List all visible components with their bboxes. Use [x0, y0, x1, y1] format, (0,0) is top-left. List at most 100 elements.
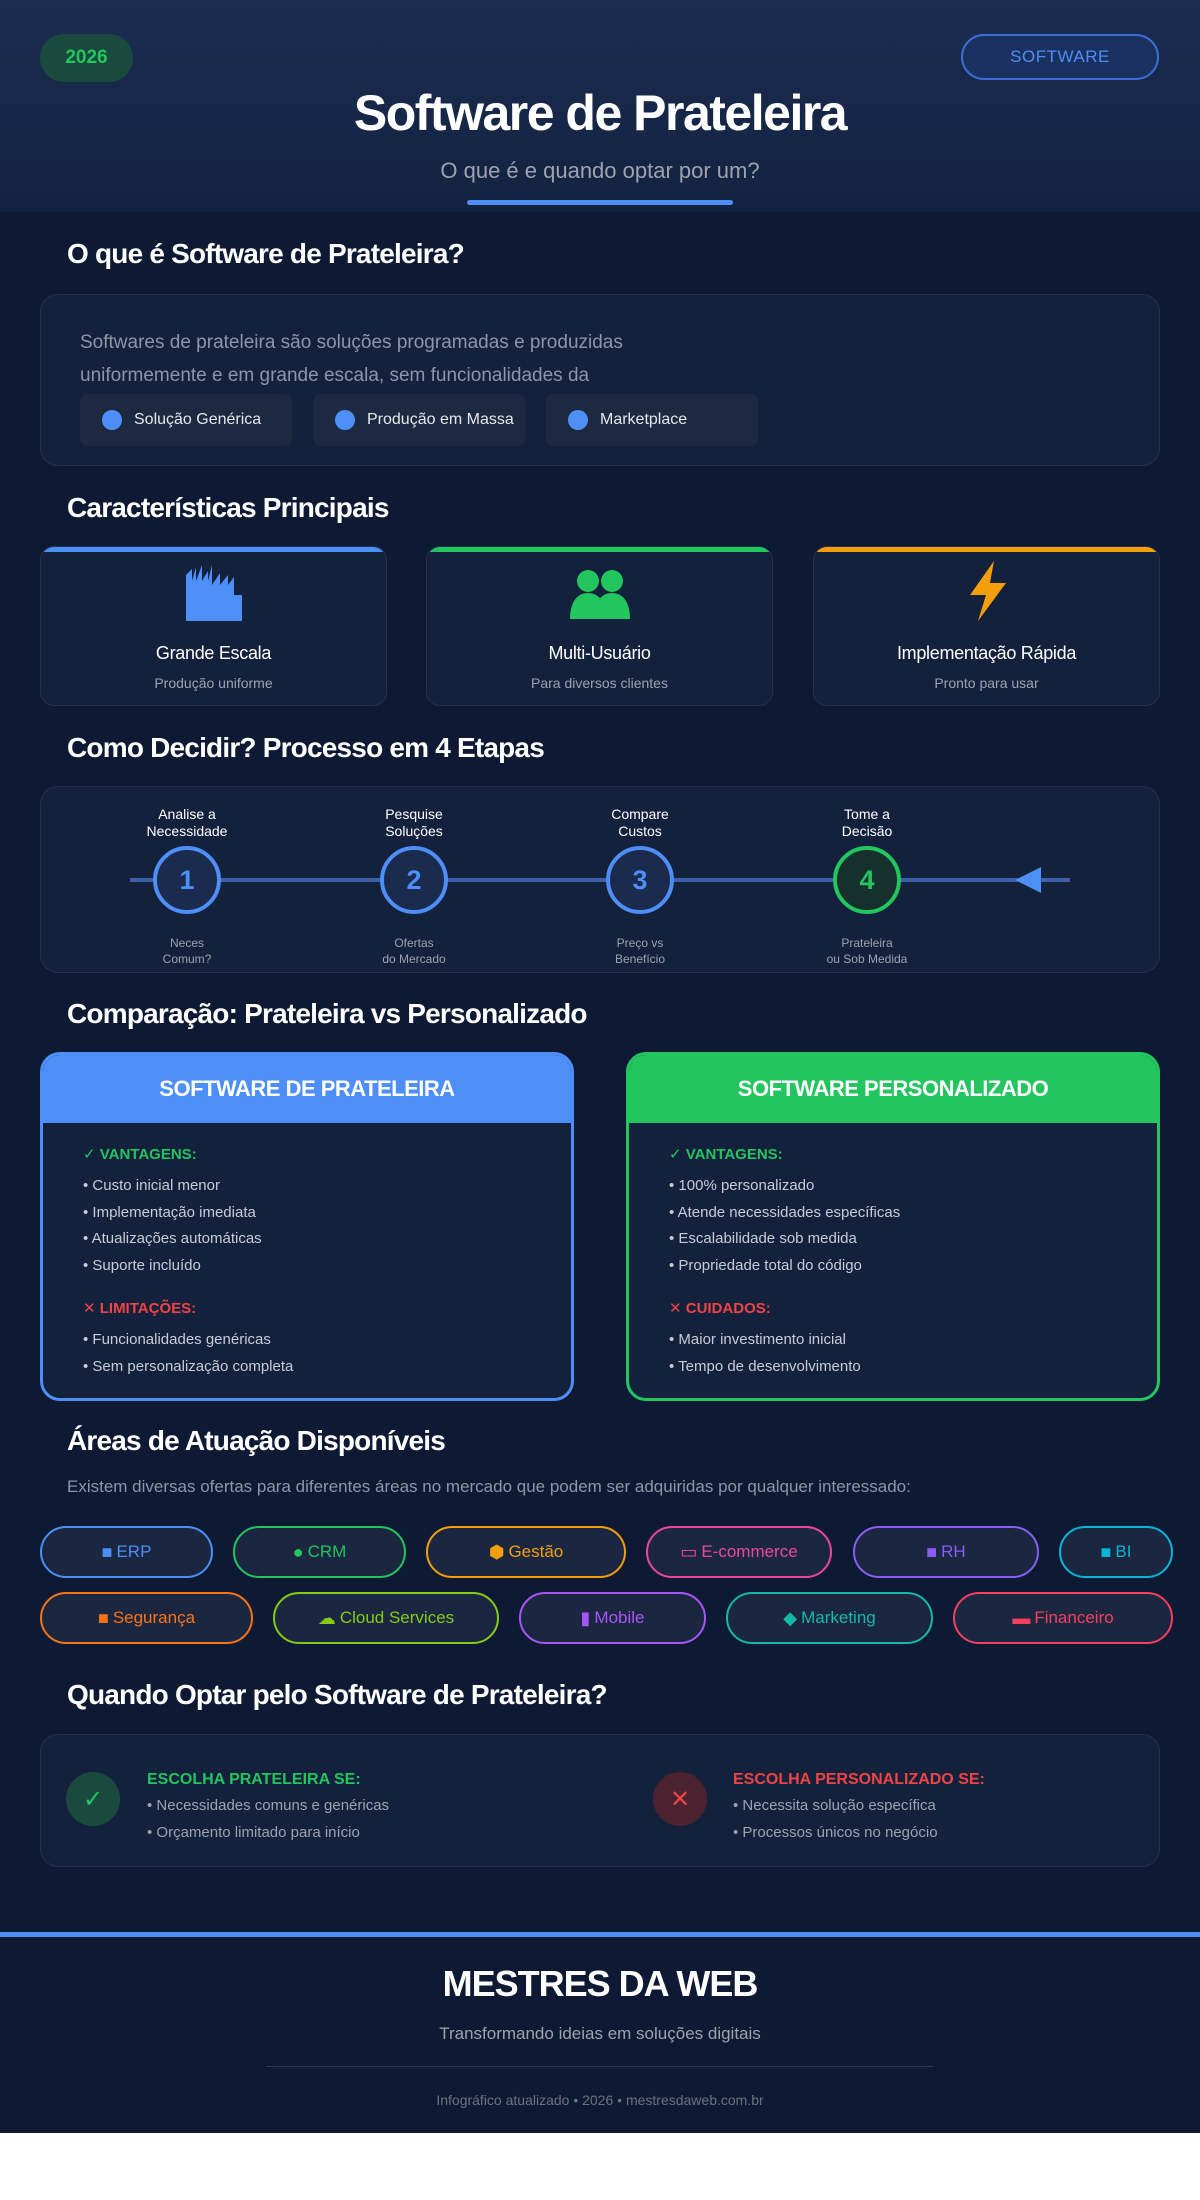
list-item: • Necessidades comuns e genéricas — [147, 1797, 390, 1814]
area-pill-mobile[interactable]: ▮Mobile — [519, 1592, 706, 1644]
list-item: • Atualizações automáticas — [83, 1230, 262, 1247]
chip-label: Marketplace — [600, 411, 688, 428]
chart-icon: ■ — [101, 1541, 113, 1562]
list-item: • Sem personalização completa — [83, 1357, 294, 1375]
pros-label: ✓ VANTAGENS: — [669, 1146, 783, 1163]
step-circle-3: 3 — [606, 846, 674, 914]
step-circle-1: 1 — [153, 846, 221, 914]
pros-label: ✓ VANTAGENS: — [83, 1146, 197, 1163]
feature-title: Implementação Rápida — [896, 643, 1077, 663]
dot-icon — [335, 410, 355, 430]
comparison-body: ✓ VANTAGENS: • 100% personalizado • Aten… — [669, 1145, 1127, 1380]
area-pill-crm[interactable]: ●CRM — [233, 1526, 406, 1578]
analytics-icon: ■ — [1100, 1541, 1112, 1562]
dot-icon — [102, 410, 122, 430]
page-title: Software de Prateleira — [353, 85, 848, 141]
section-title-what-is: O que é Software de Prateleira? — [67, 238, 465, 269]
cons-label: ✕ CUIDADOS: — [669, 1300, 771, 1317]
area-pill-ecommerce[interactable]: ▭E-commerce — [646, 1526, 832, 1578]
area-pill-financeiro[interactable]: ▬Financeiro — [953, 1592, 1173, 1644]
list-item: • Custo inicial menor — [83, 1177, 220, 1194]
close-icon: ✕ — [653, 1772, 707, 1826]
list-item: • Orçamento limitado para início — [147, 1824, 360, 1841]
cons-label: ✕ LIMITAÇÕES: — [83, 1300, 197, 1317]
list-item: • Tempo de desenvolvimento — [669, 1357, 861, 1375]
year-badge: 2026 — [40, 34, 133, 82]
list-item: • Processos únicos no negócio — [733, 1824, 938, 1841]
area-pill-gestao[interactable]: ⬢Gestão — [426, 1526, 626, 1578]
area-pill-cloud[interactable]: ☁Cloud Services — [273, 1592, 499, 1644]
feature-topbar — [41, 547, 386, 552]
list-item: • 100% personalizado — [669, 1177, 815, 1194]
feature-topbar — [814, 547, 1159, 552]
list-item: • Escalabilidade sob medida — [669, 1230, 857, 1247]
money-bag-icon: ● — [292, 1541, 304, 1562]
chip-generic-solution: Solução Genérica — [80, 394, 292, 446]
feature-subtitle: Pronto para usar — [934, 675, 1039, 691]
list-item: • Necessita solução específica — [733, 1797, 936, 1814]
area-pill-rh[interactable]: ■RH — [853, 1526, 1039, 1578]
area-pill-marketing[interactable]: ◆Marketing — [726, 1592, 933, 1644]
comparison-body: ✓ VANTAGENS: • Custo inicial menor • Imp… — [83, 1145, 541, 1380]
feature-topbar — [427, 547, 772, 552]
comparison-card-custom: SOFTWARE PERSONALIZADO ✓ VANTAGENS: • 10… — [626, 1052, 1160, 1401]
footer-meta: Infográfico atualizado • 2026 • mestresd… — [436, 2092, 764, 2108]
area-pill-seguranca[interactable]: ■Segurança — [40, 1592, 253, 1644]
list-item: • Atende necessidades específicas — [669, 1203, 901, 1221]
users-icon — [427, 559, 772, 629]
comparison-card-shelf: SOFTWARE DE PRATELEIRA ✓ VANTAGENS: • Cu… — [40, 1052, 574, 1401]
team-icon: ■ — [926, 1541, 938, 1562]
footer-brand: MESTRES DA WEB — [442, 1963, 759, 2004]
section-title-comparison: Comparação: Prateleira vs Personalizado — [67, 998, 588, 1029]
step-circle-2: 2 — [380, 846, 448, 914]
footer-tagline: Transformando ideias em soluções digitai… — [439, 2024, 761, 2043]
list-item: • Implementação imediata — [83, 1203, 256, 1221]
page-subtitle: O que é e quando optar por um? — [440, 158, 760, 183]
feature-title: Multi-Usuário — [548, 643, 651, 663]
step-circle-4: 4 — [833, 846, 901, 914]
process-timeline — [130, 878, 1070, 882]
comparison-header: SOFTWARE PERSONALIZADO — [629, 1055, 1157, 1123]
dot-icon — [568, 410, 588, 430]
feature-card-multi-user: Multi-Usuário Para diversos clientes — [426, 546, 773, 706]
arrow-left-icon — [1015, 867, 1041, 893]
chip-label: Produção em Massa — [367, 411, 514, 428]
list-item: • Maior investimento inicial — [669, 1331, 846, 1348]
comparison-header: SOFTWARE DE PRATELEIRA — [43, 1055, 571, 1123]
lightning-icon — [814, 559, 1159, 629]
cart-icon: ▭ — [680, 1541, 698, 1562]
hexagon-icon: ⬢ — [488, 1541, 505, 1562]
title-underline — [467, 200, 733, 205]
section-title-areas: Áreas de Atuação Disponíveis — [67, 1425, 446, 1456]
footer-separator — [266, 2066, 933, 2067]
phone-icon: ▮ — [580, 1607, 591, 1628]
when-card — [40, 1734, 1160, 1867]
section-title-when: Quando Optar pelo Software de Prateleira… — [67, 1679, 608, 1710]
card-icon: ▬ — [1012, 1607, 1031, 1628]
list-item: • Propriedade total do código — [669, 1256, 862, 1274]
feature-title: Grande Escala — [155, 643, 272, 663]
area-pill-bi[interactable]: ■BI — [1059, 1526, 1173, 1578]
section-title-process: Como Decidir? Processo em 4 Etapas — [67, 732, 545, 763]
factory-icon — [41, 559, 386, 629]
chip-marketplace: Marketplace — [546, 394, 758, 446]
what-is-text: Softwares de prateleira são soluções pro… — [80, 332, 623, 386]
infographic-page: 2026 SOFTWARE Software de Prateleira O q… — [0, 0, 1200, 2133]
area-pill-erp[interactable]: ■ERP — [40, 1526, 213, 1578]
cloud-icon: ☁ — [317, 1607, 336, 1628]
list-item: • Funcionalidades genéricas — [83, 1331, 271, 1348]
feature-subtitle: Produção uniforme — [154, 675, 273, 691]
choice-title-custom: ESCOLHA PERSONALIZADO SE: — [733, 1771, 985, 1788]
megaphone-icon: ◆ — [783, 1607, 798, 1628]
section-title-features: Características Principais — [67, 492, 389, 523]
areas-description: Existem diversas ofertas para diferentes… — [67, 1477, 911, 1496]
footer-divider-line — [0, 1932, 1200, 1937]
